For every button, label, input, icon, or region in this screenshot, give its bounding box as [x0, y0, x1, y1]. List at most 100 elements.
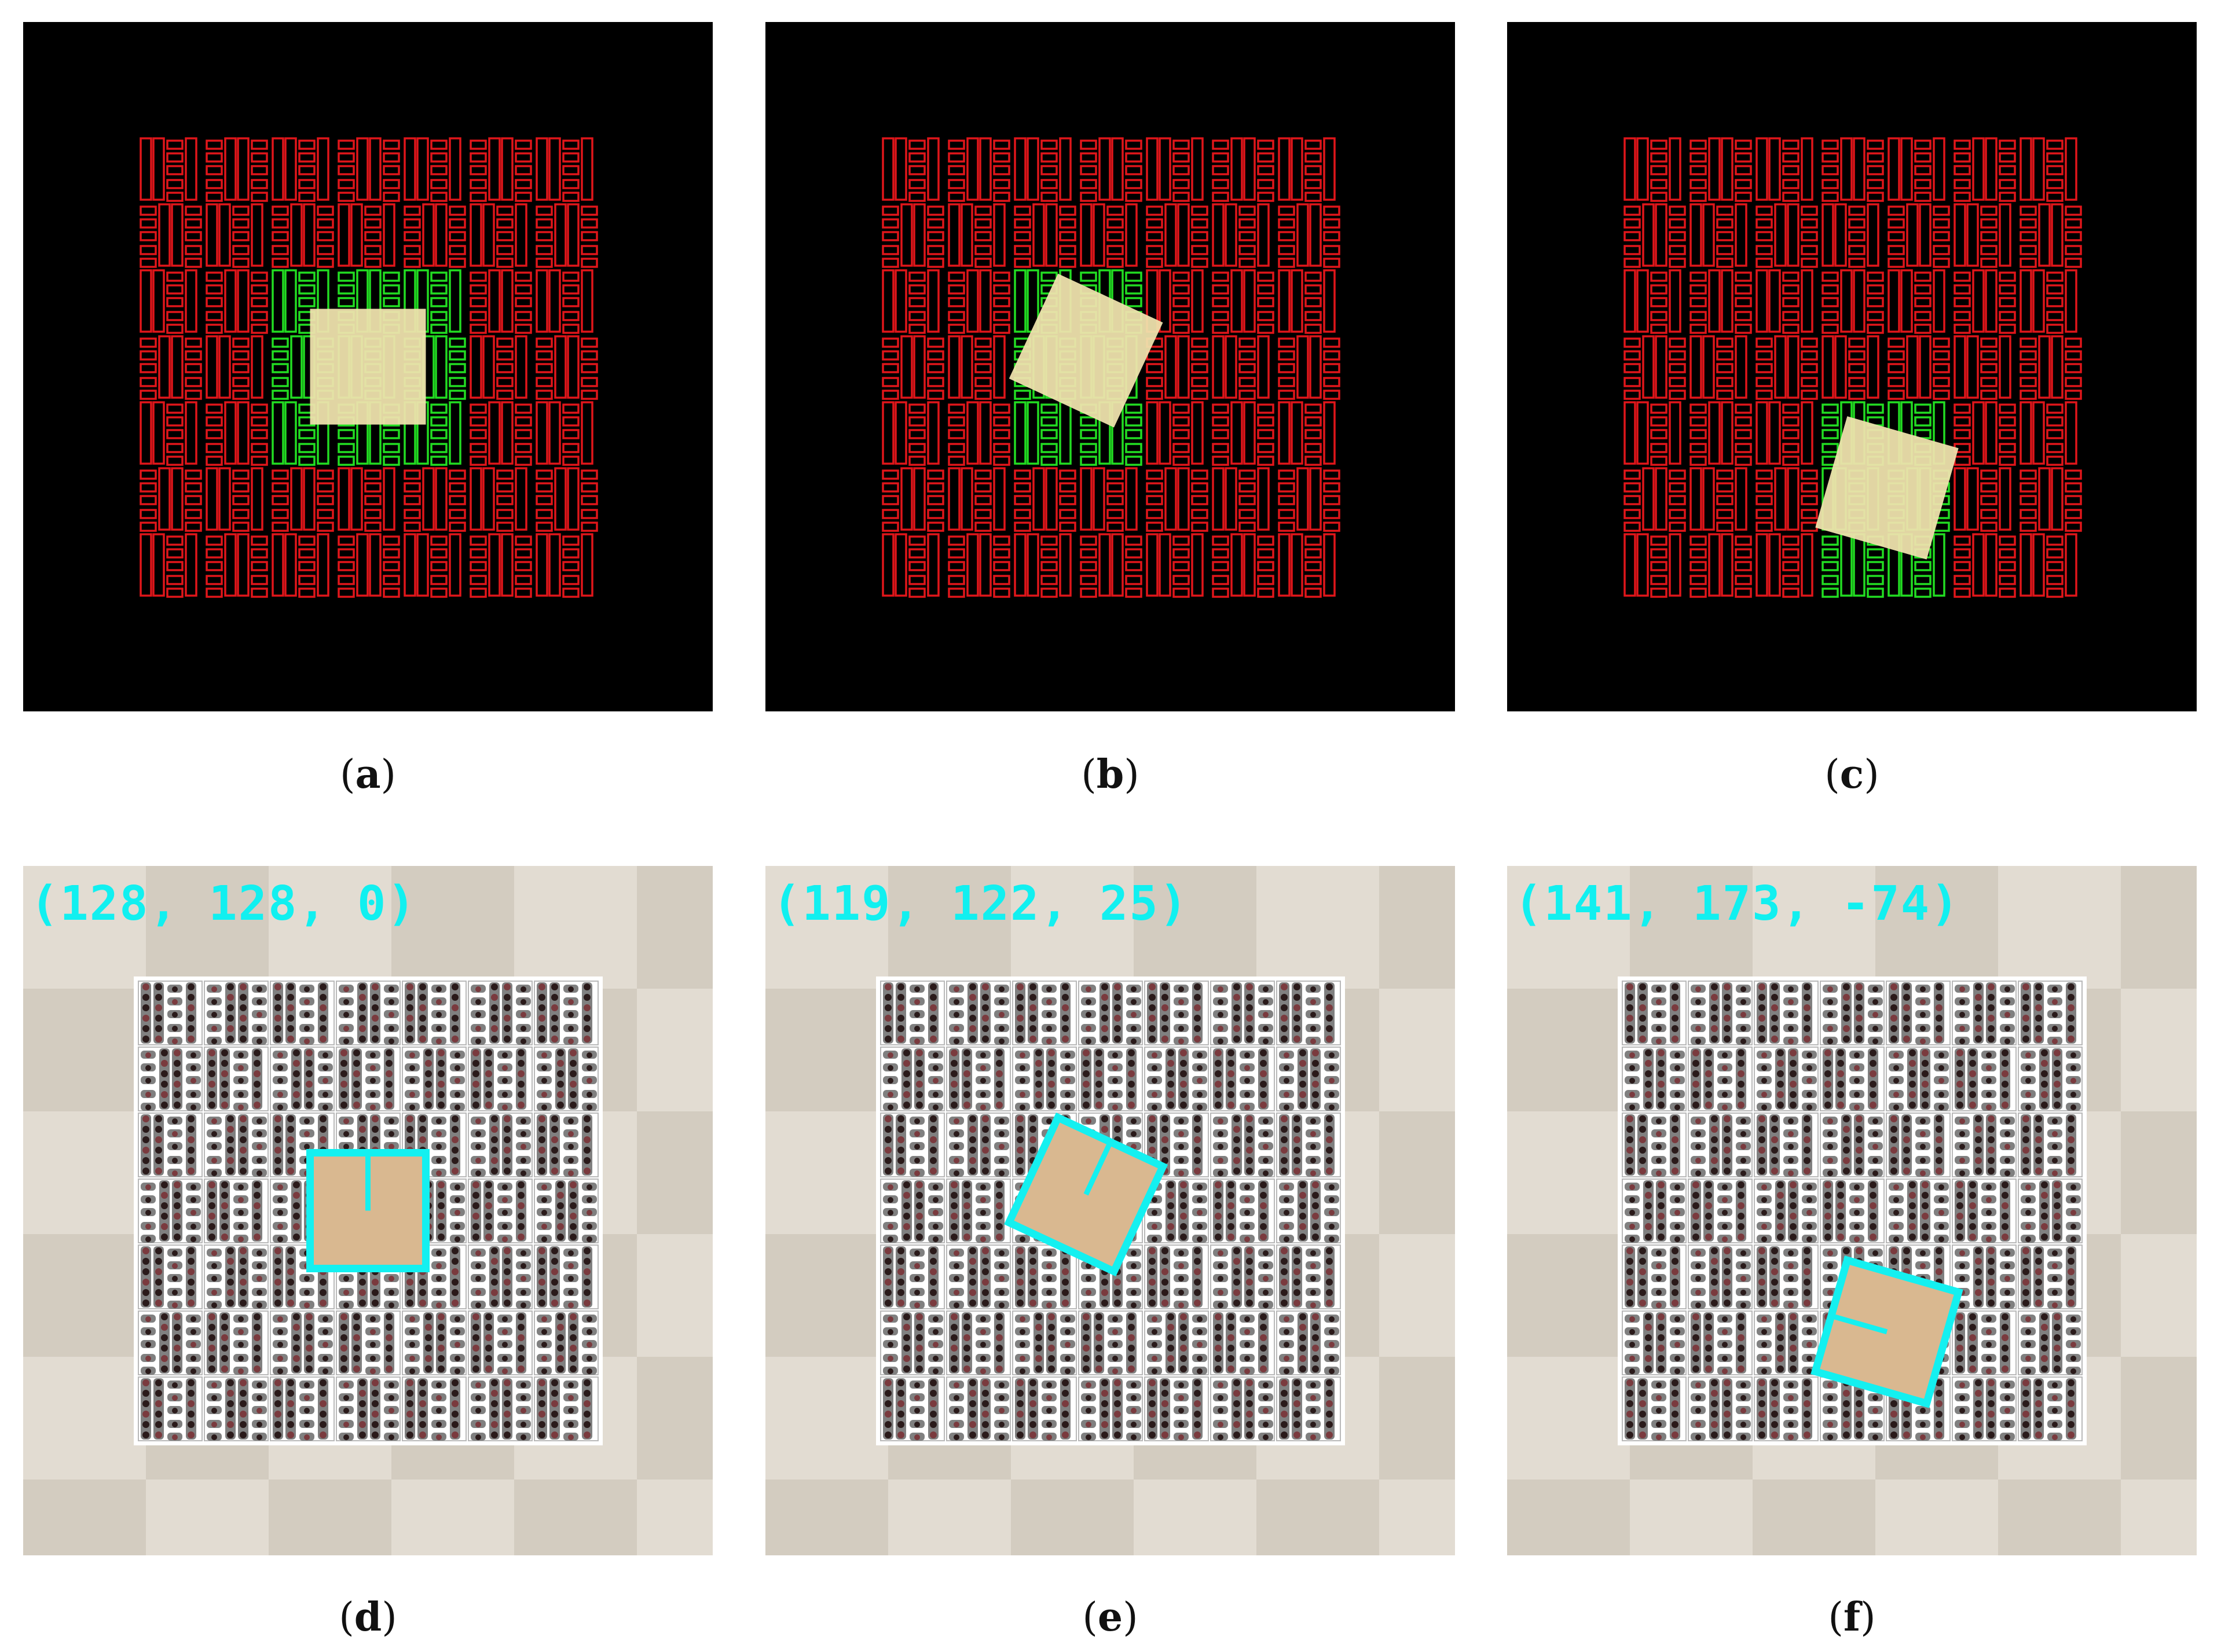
slot-outline	[1623, 469, 1641, 480]
part-item	[1299, 1192, 1306, 1199]
cell-outline	[1755, 137, 1813, 202]
slot-outline	[2046, 548, 2064, 559]
slot-outline	[1867, 324, 1884, 334]
part-item	[504, 1299, 511, 1306]
part-item	[188, 1036, 195, 1042]
part-item	[951, 1202, 958, 1209]
part-item	[1218, 1276, 1223, 1282]
part-item	[485, 1223, 492, 1230]
rack-cell	[946, 1179, 1011, 1243]
part-item	[557, 1102, 564, 1108]
slot-outline	[581, 337, 598, 348]
rack-cell	[468, 1047, 533, 1111]
part-item	[538, 1431, 545, 1438]
part-item	[1062, 1036, 1069, 1042]
rack-cell	[468, 1376, 533, 1441]
part-item	[963, 1213, 970, 1220]
part-item	[1062, 1004, 1069, 1011]
part-item	[438, 1334, 445, 1341]
slot-outline	[251, 535, 268, 546]
part-item	[541, 1052, 547, 1058]
slot-outline	[1304, 561, 1322, 571]
part-item	[1233, 1268, 1240, 1275]
part-slot	[1060, 1378, 1071, 1440]
part-item	[885, 1247, 892, 1254]
part-slot	[1112, 982, 1123, 1044]
part-item	[406, 1036, 413, 1042]
slot-outline	[251, 179, 268, 189]
slot-outline	[1801, 401, 1813, 465]
slot-outline	[1755, 269, 1768, 333]
part-item	[982, 1289, 989, 1296]
part-item	[293, 1091, 300, 1098]
part-item	[1101, 1411, 1108, 1418]
highlight-box	[430, 311, 448, 321]
pose-label-d: (128, 128, 0)	[30, 876, 417, 931]
slot-outline	[449, 245, 466, 255]
part-item	[306, 1334, 313, 1341]
part-slot	[980, 1114, 991, 1176]
slot-outline	[2032, 533, 2045, 597]
slot-outline	[1954, 271, 1971, 282]
part-item	[897, 1126, 904, 1133]
part-item	[1128, 1049, 1135, 1056]
slot-outline	[1914, 139, 1932, 150]
slot-outline	[1257, 271, 1274, 282]
part-item	[521, 1012, 526, 1018]
slot-outline	[140, 258, 157, 268]
slot-outline	[1125, 152, 1142, 163]
part-item	[1152, 1316, 1157, 1322]
slot-outline	[1888, 231, 1905, 241]
slot-outline	[1014, 522, 1031, 532]
part-item	[885, 1268, 892, 1275]
slot-outline	[562, 192, 580, 202]
part-item	[155, 1289, 162, 1296]
part-item	[1131, 986, 1137, 992]
part-item	[1284, 1210, 1289, 1216]
part-item	[304, 1422, 310, 1427]
part-item	[1095, 1049, 1102, 1056]
part-item	[897, 1421, 904, 1428]
slot-outline	[185, 522, 202, 532]
part-item	[1020, 1092, 1025, 1097]
part-item	[1197, 1356, 1203, 1361]
highlight-box	[1914, 561, 1932, 571]
part-item	[1293, 1168, 1300, 1174]
part-slot	[537, 1378, 547, 1440]
part-item	[954, 1276, 959, 1282]
part-item	[933, 1092, 939, 1097]
part-item	[568, 1302, 574, 1308]
part-item	[452, 1421, 459, 1428]
part-item	[1167, 1324, 1174, 1331]
cell-outline	[882, 533, 940, 598]
part-item	[208, 1192, 215, 1199]
part-item	[1312, 1234, 1319, 1240]
part-slot	[153, 1246, 164, 1308]
slot-outline	[435, 467, 448, 531]
part-item	[172, 986, 178, 992]
slot-outline	[908, 324, 926, 334]
part-item	[145, 1078, 151, 1084]
part-item	[999, 1038, 1005, 1044]
part-item	[491, 1168, 498, 1174]
slot-outline	[1177, 203, 1190, 267]
rack-cell	[1144, 981, 1209, 1045]
slot-outline	[1146, 390, 1163, 400]
slot-outline	[298, 179, 316, 189]
part-item	[274, 1400, 281, 1407]
part-slot	[967, 1246, 978, 1308]
part-item	[172, 1382, 178, 1388]
slot-outline	[1191, 205, 1208, 216]
part-item	[320, 1136, 327, 1143]
part-item	[491, 1431, 498, 1438]
part-item	[1326, 1258, 1333, 1265]
floor-tile	[888, 866, 1011, 989]
slot-outline	[1716, 245, 1733, 255]
part-item	[897, 1036, 904, 1042]
cell-outline	[1954, 269, 2016, 334]
part-item	[1227, 1070, 1234, 1077]
slot-outline	[1980, 231, 1998, 241]
part-item	[963, 1091, 970, 1098]
slot-outline	[317, 495, 334, 505]
highlight-box	[430, 416, 448, 427]
